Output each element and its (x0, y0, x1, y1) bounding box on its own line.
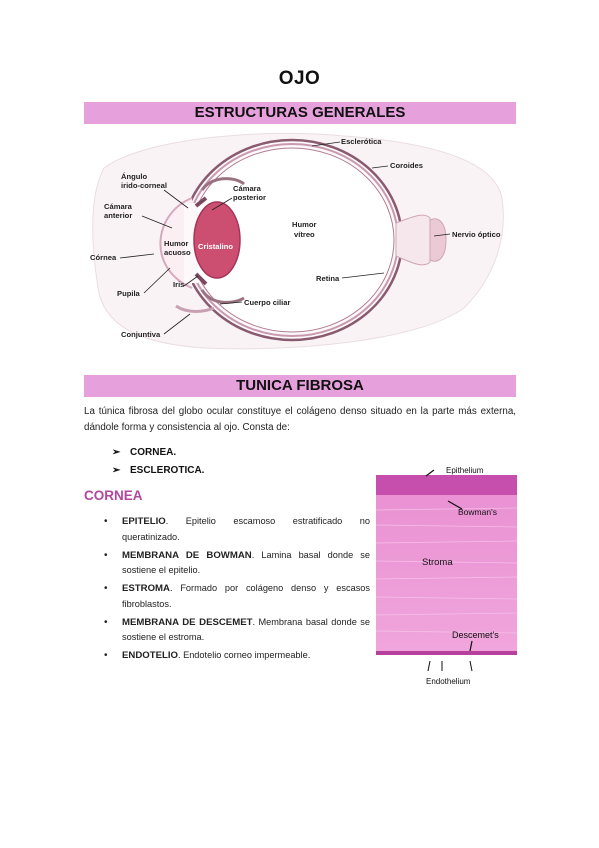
desc-descemet: . Membrana basal donde se sostiene el es… (122, 616, 370, 643)
term-bowman: MEMBRANA DE BOWMAN (122, 549, 252, 561)
label-humor-vitreo-2: vítreo (294, 230, 315, 239)
label-esclerotica: Esclerótica (341, 137, 382, 146)
list-item: • ESTROMA. Formado por colágeno denso y e… (100, 581, 370, 612)
histo-label-descemet: Descemet's (452, 630, 499, 640)
label-angulo-2: irido-corneal (121, 181, 167, 190)
term-descemet: MEMBRANA DE DESCEMET (122, 616, 253, 628)
histo-label-endothelium: Endothelium (426, 677, 471, 685)
bullet-icon: • (104, 583, 108, 594)
item-esclerotica: ESCLEROTICA. (130, 465, 205, 476)
label-humor-vitreo: Humor (292, 220, 317, 229)
page-title: OJO (278, 68, 321, 89)
histo-label-bowman: Bowman's (458, 507, 497, 517)
label-camara-posterior: Cámara (233, 184, 262, 193)
label-coroides: Coroides (390, 161, 423, 170)
list-item: • MEMBRANA DE BOWMAN. Lamina basal donde … (100, 548, 370, 579)
cornea-histology-image: Epithelium Bowman's Stroma Descemet's En… (376, 465, 517, 685)
label-camara-posterior-2: posterior (233, 193, 266, 202)
bullet-icon: • (104, 650, 108, 661)
histo-label-stroma: Stroma (422, 557, 453, 568)
arrow-bullet-icon: ➢ (112, 465, 121, 476)
bullet-icon: • (104, 549, 108, 561)
list-item: • MEMBRANA DE DESCEMET. Membrana basal do… (100, 615, 370, 646)
label-humor-acuoso: Humor (164, 239, 189, 248)
label-cornea: Córnea (90, 253, 117, 262)
term-estroma: ESTROMA (122, 583, 170, 594)
section-heading-estructuras: ESTRUCTURAS GENERALES (84, 102, 516, 124)
histo-label-epithelium: Epithelium (446, 466, 484, 475)
label-iris: Iris (173, 280, 184, 289)
label-cuerpo-ciliar: Cuerpo ciliar (244, 298, 290, 307)
label-cristalino: Cristalino (198, 242, 233, 251)
label-camara-anterior-2: anterior (104, 211, 132, 220)
label-camara-anterior: Cámara (104, 202, 133, 211)
desc-bowman: . Lamina basal donde se sostiene el epit… (122, 549, 370, 576)
label-pupila: Pupila (117, 289, 141, 298)
desc-estroma: . Formado por colágeno denso y escasos f… (122, 583, 370, 609)
desc-epitelio: . Epitelio escamoso estratificado no que… (122, 516, 370, 542)
bullet-icon: • (104, 516, 108, 527)
eye-diagram: Esclerótica Coroides Ángulo irido-cornea… (90, 132, 504, 350)
item-cornea: CORNEA. (130, 447, 177, 458)
term-epitelio: EPITELIO (122, 516, 166, 527)
bullet-icon: • (104, 616, 108, 628)
cornea-heading: CORNEA (84, 488, 143, 503)
cornea-layers-list: • EPITELIO. Epitelio escamoso estratifica… (100, 514, 370, 666)
component-list: ➢ CORNEA. ➢ ESCLEROTICA. (112, 444, 204, 480)
label-nervio-optico: Nervio óptico (452, 230, 501, 239)
label-conjuntiva: Conjuntiva (121, 330, 161, 339)
term-endotelio: ENDOTELIO (122, 650, 178, 661)
list-item: ➢ CORNEA. (112, 444, 204, 462)
list-item: • EPITELIO. Epitelio escamoso estratifica… (100, 514, 370, 545)
list-item: • ENDOTELIO. Endotelio corneo impermeable… (100, 648, 370, 664)
intro-paragraph: La túnica fibrosa del globo ocular const… (84, 406, 516, 433)
label-humor-acuoso-2: acuoso (164, 248, 191, 257)
label-retina: Retina (316, 274, 340, 283)
label-angulo: Ángulo (121, 172, 148, 181)
list-item: ➢ ESCLEROTICA. (112, 462, 204, 480)
desc-endotelio: . Endotelio corneo impermeable. (177, 650, 311, 660)
section-heading-tunica: TUNICA FIBROSA (84, 375, 516, 397)
arrow-bullet-icon: ➢ (112, 447, 121, 458)
